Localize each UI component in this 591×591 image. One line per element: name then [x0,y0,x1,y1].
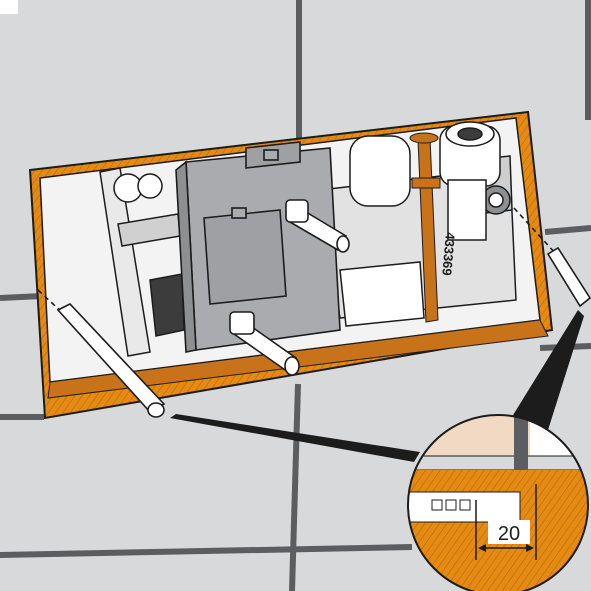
corner-mark [0,0,18,14]
callout-lines [170,310,584,462]
wall-plug-right [513,207,591,308]
pipe-fittings [349,121,501,241]
connection-studs [229,199,350,376]
dimension-label: 20 [498,523,520,545]
frame-bottom-edge [47,319,549,399]
detail-zoom: 20 [407,414,589,591]
wall-plug-left [37,289,166,418]
flush-module [175,141,341,353]
part-number-label: 433369 [439,232,458,277]
threaded-rod [409,132,441,323]
